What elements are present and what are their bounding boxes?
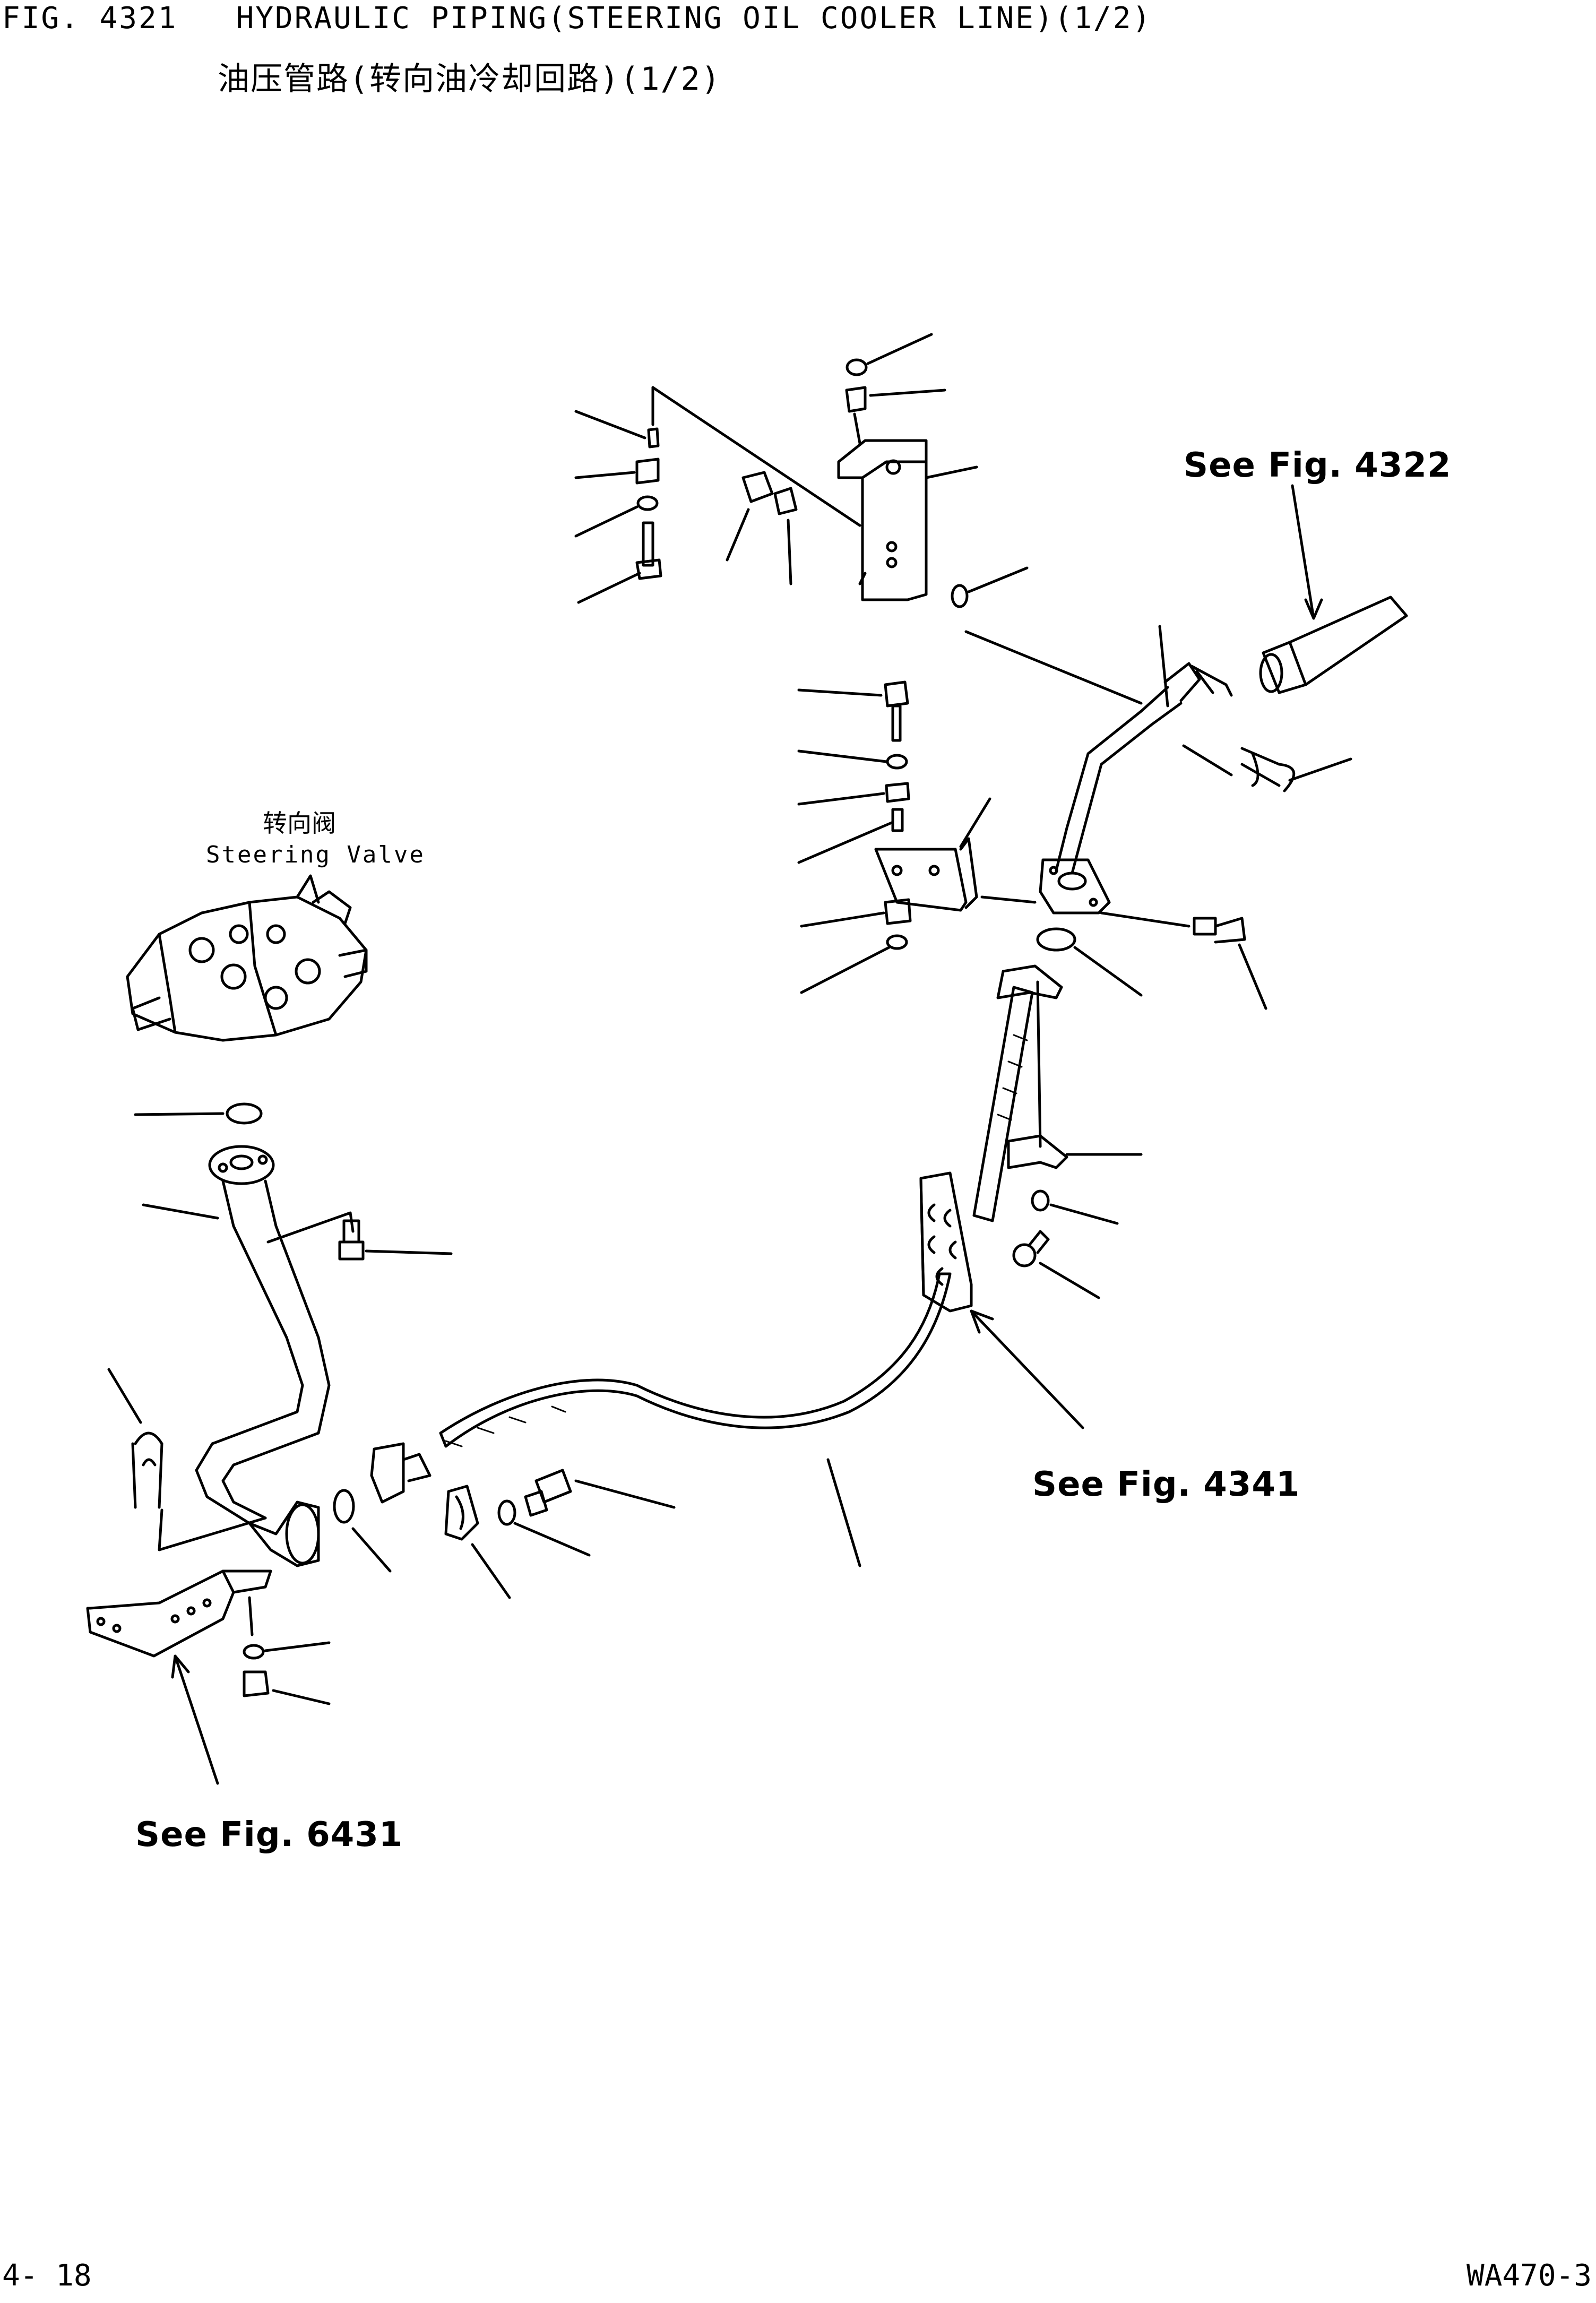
leader-arrow-6431 [174, 1654, 219, 1785]
pipe-upper-right [1055, 662, 1233, 875]
reference-fig-6431: See Fig. 6431 [135, 1815, 403, 1855]
clamp-mid-right [1007, 1134, 1068, 1169]
elbow-flange-lower [248, 1500, 320, 1567]
bolt-left-pipe [338, 1219, 453, 1261]
u-bolt-left [107, 1368, 163, 1509]
leader-line [158, 1508, 267, 1551]
t-fitting-upper [996, 964, 1063, 999]
hose-vertical-right [972, 986, 1034, 1222]
steering-valve [126, 874, 368, 1042]
leader-line [266, 1211, 355, 1244]
steering-valve-label: Steering Valve [206, 841, 425, 868]
clamp-lower [444, 1485, 479, 1541]
bolt-mid-right [1012, 1230, 1050, 1267]
u-bolt-upper-right [1240, 747, 1296, 792]
hardware-stack-middle-left [884, 680, 912, 950]
flange-square-right [1039, 858, 1111, 915]
reference-fig-4322: See Fig. 4322 [1184, 446, 1452, 485]
pipe-valve-to-cooler [195, 1145, 331, 1525]
leader-arrow-4322 [1291, 484, 1315, 620]
flange-plate-middle [874, 837, 978, 912]
figure-title: FIG. 4321 HYDRAULIC PIPING(STEERING OIL … [2, 1, 1152, 36]
hardware-stack-upper-left [635, 427, 662, 580]
o-ring-valve [226, 1102, 263, 1125]
bracket-tall-right [919, 1171, 973, 1313]
reference-fig-4341: See Fig. 4341 [1032, 1465, 1300, 1504]
bracket-lower-left [86, 1569, 272, 1658]
steering-valve-label-cn: 转向阀 [263, 809, 336, 838]
nuts-upper-middle [741, 471, 798, 515]
fitting-4322 [1259, 596, 1408, 694]
model-code: WA470-3 [1466, 2258, 1592, 2293]
page-number: 4- 18 [2, 2258, 92, 2293]
bracket-upper [837, 439, 928, 601]
leader-line [826, 1458, 861, 1567]
figure-title-chinese: 油压管路(转向油冷却回路)(1/2) [218, 61, 721, 98]
bolt-right [1193, 917, 1246, 944]
leader-arrow-4341 [970, 1309, 1084, 1429]
hose-assembly-lower [370, 1272, 952, 1504]
bolt-lower [524, 1469, 572, 1517]
